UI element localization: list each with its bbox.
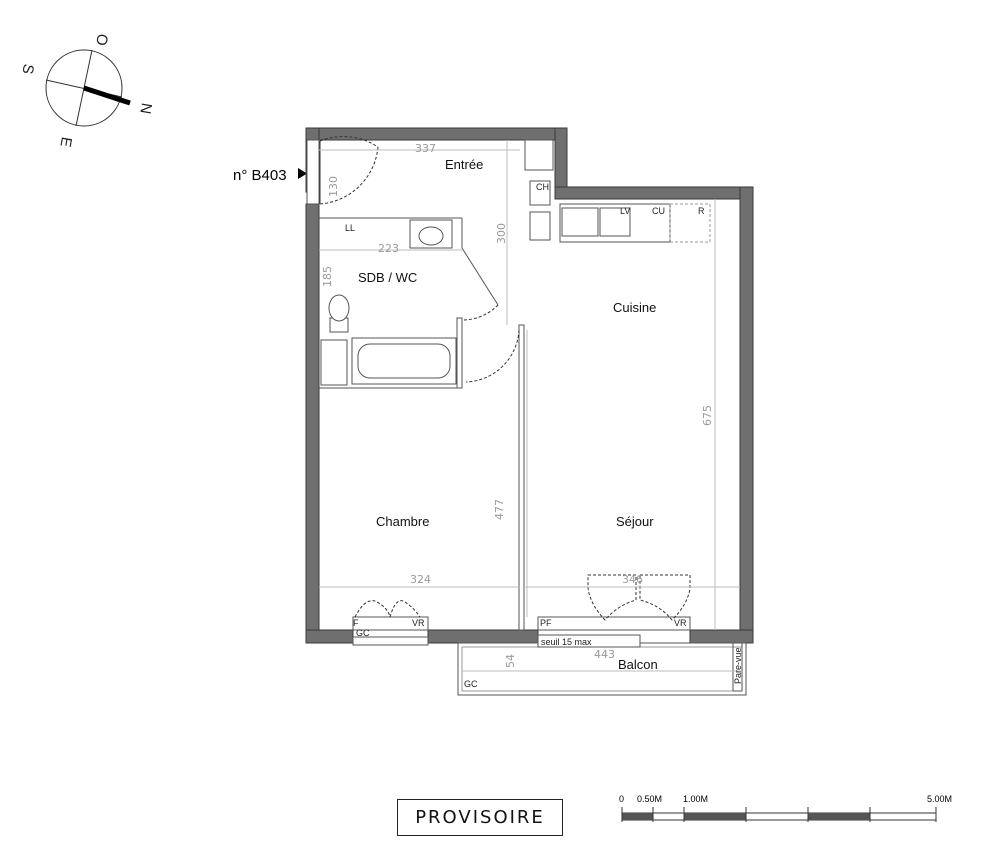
kitchen-drainer bbox=[599, 207, 631, 237]
fixture-ll: LL bbox=[345, 223, 355, 233]
room-sejour: Séjour bbox=[616, 514, 654, 529]
dim-324: 324 bbox=[410, 573, 431, 586]
doors bbox=[319, 136, 691, 621]
sdb-door-arc bbox=[461, 304, 499, 321]
toilet-bowl bbox=[328, 294, 350, 322]
chambre-door-arc bbox=[465, 329, 520, 383]
dim-185: 185 bbox=[321, 266, 334, 287]
fixture-pf: PF bbox=[540, 618, 552, 628]
washbasin-bowl bbox=[418, 226, 444, 246]
interior-partitions bbox=[319, 217, 525, 631]
compass: O S N E bbox=[18, 32, 154, 148]
compass-label-e: E bbox=[56, 136, 74, 149]
fixture-pare-vue: Pare-vue bbox=[733, 647, 743, 684]
wall-left bbox=[305, 203, 320, 644]
compass-label-s: S bbox=[18, 63, 36, 76]
fixture-vr-sejour: VR bbox=[674, 618, 687, 628]
sdb-cabinet bbox=[320, 339, 348, 386]
compass-north-needle bbox=[83, 85, 131, 106]
fixture-vr-chambre: VR bbox=[412, 618, 425, 628]
dim-54: 54 bbox=[504, 654, 517, 668]
wall-top-entree bbox=[305, 127, 568, 141]
dim-346: 346 bbox=[622, 573, 643, 586]
bathtub-inner bbox=[357, 343, 451, 379]
partition-chambre-sejour bbox=[518, 324, 525, 631]
room-sdb: SDB / WC bbox=[358, 270, 417, 285]
openings bbox=[306, 139, 691, 648]
kitchen-side-unit bbox=[529, 211, 551, 241]
entry-door-swing bbox=[319, 146, 379, 205]
dim-223: 223 bbox=[378, 242, 399, 255]
window-sejour bbox=[537, 616, 691, 631]
fixture-r: R bbox=[698, 206, 705, 216]
scale-bar: 0 0.50M 1.00M 5.00M bbox=[619, 794, 952, 822]
fixture-cu: CU bbox=[652, 206, 665, 216]
lot-number: n° B403 bbox=[233, 167, 287, 184]
room-balcon: Balcon bbox=[618, 657, 658, 672]
entry-arrow-icon bbox=[298, 168, 307, 179]
fixture-gc-chambre: GC bbox=[356, 628, 370, 638]
wall-bottom-middle bbox=[427, 629, 539, 644]
chambre-window-swing-left bbox=[354, 600, 391, 618]
kitchen-sink bbox=[561, 207, 599, 237]
entry-door-arc bbox=[319, 136, 379, 148]
pare-vue-panel bbox=[732, 642, 743, 692]
fixture-f: F bbox=[353, 618, 359, 628]
exterior-walls bbox=[305, 127, 754, 644]
sejour-door-swing-left bbox=[587, 574, 637, 621]
dimension-lines bbox=[319, 140, 742, 672]
entry-door-frame bbox=[306, 139, 320, 205]
room-chambre: Chambre bbox=[376, 514, 429, 529]
scale-label-500: 5.00M bbox=[927, 794, 952, 804]
scale-label-0: 0 bbox=[619, 794, 624, 804]
dim-443: 443 bbox=[594, 648, 615, 661]
compass-label-o: O bbox=[92, 32, 111, 46]
wall-top-cuisine bbox=[554, 186, 754, 200]
scale-seg-3 bbox=[808, 813, 870, 820]
dim-337: 337 bbox=[415, 142, 436, 155]
fridge-space bbox=[669, 203, 711, 243]
compass-label-n: N bbox=[136, 102, 155, 116]
fixture-seuil: seuil 15 max bbox=[541, 637, 592, 647]
wall-bottom-right bbox=[689, 629, 754, 644]
scale-seg-2 bbox=[684, 813, 746, 820]
sill-sejour bbox=[537, 634, 641, 648]
scale-bar-frame bbox=[621, 812, 937, 821]
fixture-lv: LV bbox=[620, 206, 630, 216]
wall-right bbox=[739, 186, 754, 644]
fixture-gc-balcon: GC bbox=[464, 679, 478, 689]
room-cuisine: Cuisine bbox=[613, 300, 656, 315]
dim-477: 477 bbox=[493, 499, 506, 520]
sill-chambre bbox=[352, 636, 429, 646]
boiler-ch bbox=[529, 180, 551, 206]
room-entree: Entrée bbox=[445, 157, 483, 172]
status-stamp: PROVISOIRE bbox=[397, 799, 563, 836]
tech-cabinet bbox=[524, 139, 554, 171]
scale-label-100: 1.00M bbox=[683, 794, 708, 804]
partition-sdb-right bbox=[456, 317, 463, 389]
dim-130: 130 bbox=[327, 176, 340, 197]
scale-seg-1 bbox=[622, 813, 653, 820]
partition-sdb-angle bbox=[461, 247, 499, 306]
dim-300: 300 bbox=[495, 223, 508, 244]
fixture-ch: CH bbox=[536, 182, 549, 192]
sejour-door-swing-right bbox=[639, 574, 691, 621]
chambre-window-swing-right bbox=[389, 600, 421, 618]
dim-675: 675 bbox=[701, 405, 714, 426]
fixtures bbox=[320, 139, 711, 386]
compass-circle bbox=[45, 49, 123, 127]
wall-bottom-left bbox=[305, 629, 354, 644]
scale-label-050: 0.50M bbox=[637, 794, 662, 804]
